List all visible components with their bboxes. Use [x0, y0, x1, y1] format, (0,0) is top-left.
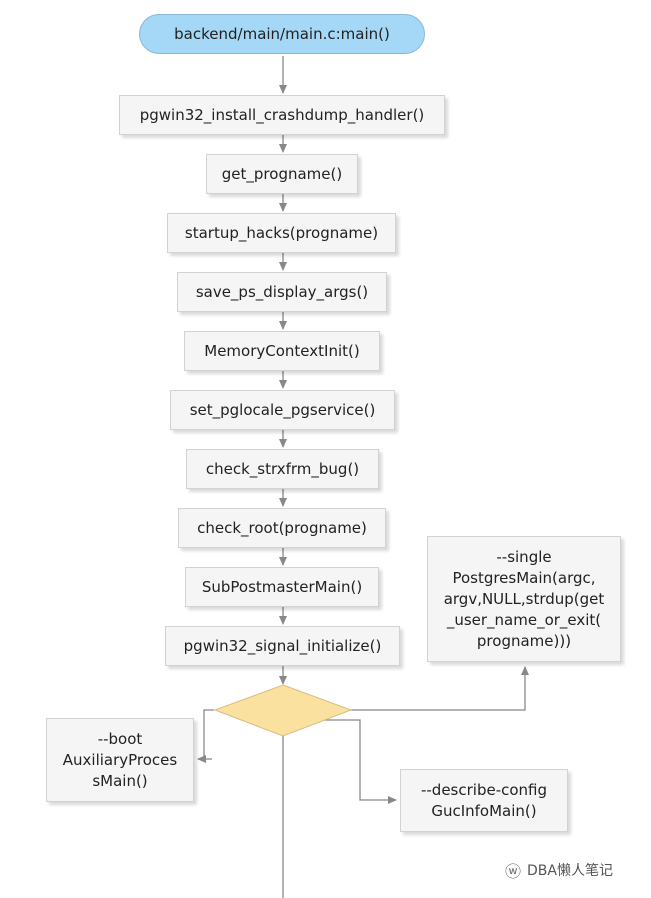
step-check-root: check_root(progname) — [178, 508, 386, 548]
step-check-strxfrm-bug: check_strxfrm_bug() — [186, 449, 379, 489]
wechat-icon: ⓦ — [505, 862, 522, 881]
step-sub-postmaster-main: SubPostmasterMain() — [185, 567, 379, 607]
step-startup-hacks: startup_hacks(progname) — [167, 213, 396, 253]
step-signal-initialize: pgwin32_signal_initialize() — [165, 626, 400, 666]
step-set-pglocale-pgservice: set_pglocale_pgservice() — [170, 390, 395, 430]
arrow-decision-to-boot — [197, 709, 214, 763]
step-save-ps-display-args: save_ps_display_args() — [177, 272, 387, 312]
start-label: backend/main/main.c:main() — [174, 25, 390, 43]
step-memory-context-init: MemoryContextInit() — [184, 331, 380, 371]
decision-diamond — [213, 684, 353, 737]
watermark: ⓦ DBA懒人笔记 — [505, 858, 613, 882]
arrow-decision-to-describe-config — [318, 719, 397, 804]
branch-single: --single PostgresMain(argc, argv,NULL,st… — [427, 536, 621, 662]
step-get-progname: get_progname() — [206, 154, 358, 194]
step-crashdump-handler: pgwin32_install_crashdump_handler() — [119, 95, 445, 135]
watermark-text: DBA懒人笔记 — [527, 863, 613, 879]
arrow-decision-to-single — [350, 666, 529, 711]
start-node: backend/main/main.c:main() — [139, 14, 425, 54]
branch-describe-config: --describe-config GucInfoMain() — [400, 769, 568, 832]
branch-boot: --boot AuxiliaryProces sMain() — [46, 718, 194, 802]
